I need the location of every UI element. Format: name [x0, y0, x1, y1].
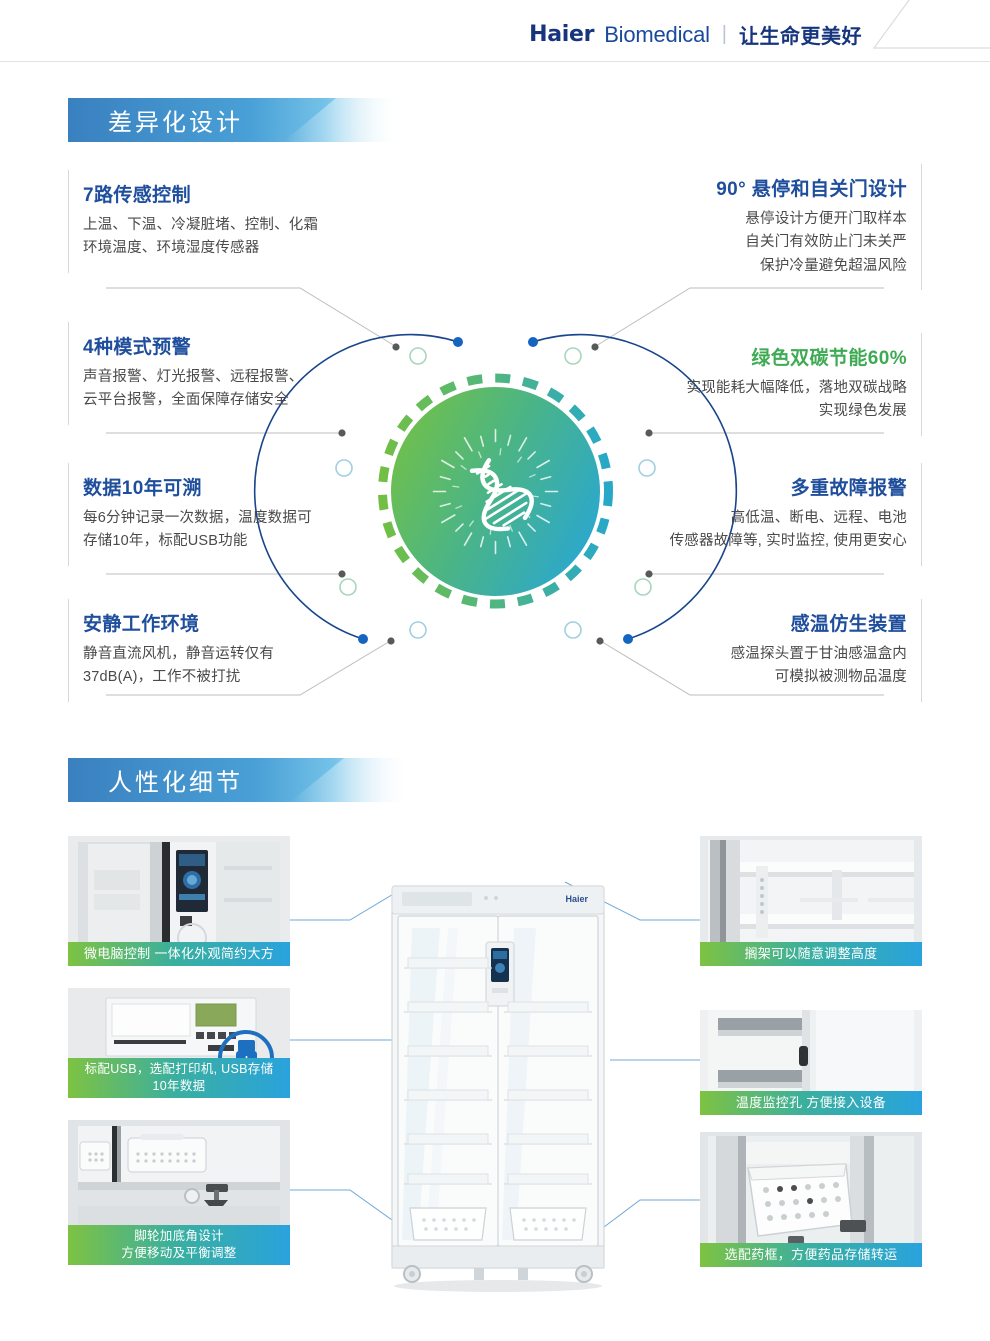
section-title-label: 差异化设计 — [108, 109, 243, 137]
brand-slogan-text: 让生命更美好 — [739, 26, 862, 48]
center-circle — [391, 387, 600, 596]
photo-caption-line: 标配USB，选配打印机, USB存储 — [84, 1062, 274, 1076]
header-diagonal-decoration — [860, 0, 990, 62]
feature-line: 保护冷量避免超温风险 — [760, 257, 907, 274]
photo-card-adjustable-shelf[interactable]: 搁架可以随意调整高度 — [700, 836, 922, 966]
section-title-humanized-details: 人性化细节 — [68, 758, 408, 802]
photo-card-controller-panel[interactable]: 微电脑控制 一体化外观简约大方 — [68, 836, 290, 966]
feature-line: 自关门有效防止门未关严 — [745, 234, 907, 251]
feature-card-right-1: 90° 悬停和自关门设计 悬停设计方便开门取样本 自关门有效防止门未关严 保护冷… — [622, 164, 922, 291]
photo-caption: 搁架可以随意调整高度 — [700, 941, 922, 966]
controller-panel-photo — [68, 836, 290, 966]
feature-line: 实现能耗大幅降低，落地双碳战略 — [686, 380, 907, 396]
brand-haier-text: Haier — [529, 22, 595, 47]
feature-card-right-3: 多重故障报警 高低温、断电、远程、电池 传感器故障等, 实时监控, 使用更安心 — [622, 463, 922, 566]
section-title-differentiated-design: 差异化设计 — [68, 98, 398, 142]
feature-line: 悬停设计方便开门取样本 — [745, 211, 907, 227]
photo-caption-line: 脚轮加底角设计 — [134, 1229, 224, 1243]
photo-card-temperature-port[interactable]: 温度监控孔 方便接入设备 — [700, 1010, 922, 1115]
feature-title: 安静工作环境 — [83, 614, 200, 635]
dna-helix-icon — [469, 458, 534, 532]
feature-card-right-2: 绿色双碳节能60% 实现能耗大幅降低，落地双碳战略 实现绿色发展 — [622, 333, 922, 436]
page-header: Haier Biomedical | 让生命更美好 — [0, 0, 990, 62]
feature-line: 37dB(A)，工作不被打扰 — [83, 669, 241, 686]
section-title-background — [68, 98, 398, 142]
svg-text:Haier: Haier — [565, 894, 588, 904]
feature-line: 高低温、断电、远程、电池 — [730, 510, 907, 526]
feature-card-left-4: 安静工作环境 静音直流风机，静音运转仅有 37dB(A)，工作不被打扰 — [68, 599, 368, 702]
feature-title: 4种模式预警 — [83, 337, 191, 358]
details-section: 微电脑控制 一体化外观简约大方 — [0, 820, 990, 1320]
brand-biomedical-text: Biomedical — [604, 21, 710, 47]
feature-line: 环境温度、环境湿度传感器 — [83, 240, 260, 257]
photo-caption: 脚轮加底角设计 方便移动及平衡调整 — [68, 1225, 290, 1265]
feature-card-right-4: 感温仿生装置 感温探头置于甘油感温盒内 可模拟被测物品温度 — [622, 599, 922, 702]
feature-line: 云平台报警，全面保障存储安全 — [83, 392, 289, 409]
feature-line: 存储10年，标配USB功能 — [83, 533, 248, 550]
photo-caption-line: 方便移动及平衡调整 — [121, 1245, 237, 1260]
feature-line: 感温探头置于甘油感温盒内 — [730, 646, 907, 662]
feature-line: 实现绿色发展 — [818, 403, 907, 420]
feature-title: 7路传感控制 — [83, 185, 191, 206]
brand-separator: | — [721, 23, 727, 45]
refrigerator-product-photo: Haier — [378, 872, 618, 1292]
feature-line: 上温、下温、冷凝脏堵、控制、化霜 — [83, 217, 319, 233]
feature-title: 感温仿生装置 — [790, 614, 907, 635]
feature-line: 可模拟被测物品温度 — [774, 669, 907, 686]
features-section: 7路传感控制 上温、下温、冷凝脏堵、控制、化霜 环境温度、环境湿度传感器 4种模… — [0, 150, 990, 730]
feature-line: 声音报警、灯光报警、远程报警、 — [83, 369, 304, 385]
feature-line: 静音直流风机，静音运转仅有 — [83, 646, 275, 662]
feature-card-left-2: 4种模式预警 声音报警、灯光报警、远程报警、 云平台报警，全面保障存储安全 — [68, 322, 368, 425]
brand-logo: Haier Biomedical | 让生命更美好 — [529, 20, 862, 49]
feature-title: 绿色双碳节能60% — [751, 348, 907, 369]
photo-caption: 标配USB，选配打印机, USB存储 10年数据 — [68, 1058, 290, 1098]
photo-card-usb-printer[interactable]: 标配USB，选配打印机, USB存储 10年数据 — [68, 988, 290, 1098]
feature-title: 数据10年可溯 — [83, 478, 202, 499]
section-title-label: 人性化细节 — [108, 769, 243, 797]
photo-caption-line: 10年数据 — [152, 1078, 206, 1093]
photo-card-medicine-basket[interactable]: 选配药框，方便药品存储转运 — [700, 1132, 922, 1267]
section-title-background — [68, 758, 408, 802]
feature-title: 90° 悬停和自关门设计 — [716, 179, 907, 200]
feature-line: 传感器故障等, 实时监控, 使用更安心 — [669, 533, 907, 550]
photo-caption: 选配药框，方便药品存储转运 — [700, 1242, 922, 1267]
photo-card-caster-foot[interactable]: 脚轮加底角设计 方便移动及平衡调整 — [68, 1120, 290, 1265]
feature-card-left-1: 7路传感控制 上温、下温、冷凝脏堵、控制、化霜 环境温度、环境湿度传感器 — [68, 170, 368, 273]
feature-title: 多重故障报警 — [790, 478, 907, 499]
photo-caption: 温度监控孔 方便接入设备 — [700, 1090, 922, 1115]
feature-card-left-3: 数据10年可溯 每6分钟记录一次数据，温度数据可 存储10年，标配USB功能 — [68, 463, 368, 566]
header-divider — [0, 61, 990, 62]
feature-line: 每6分钟记录一次数据，温度数据可 — [83, 510, 312, 526]
photo-caption: 微电脑控制 一体化外观简约大方 — [68, 941, 290, 966]
